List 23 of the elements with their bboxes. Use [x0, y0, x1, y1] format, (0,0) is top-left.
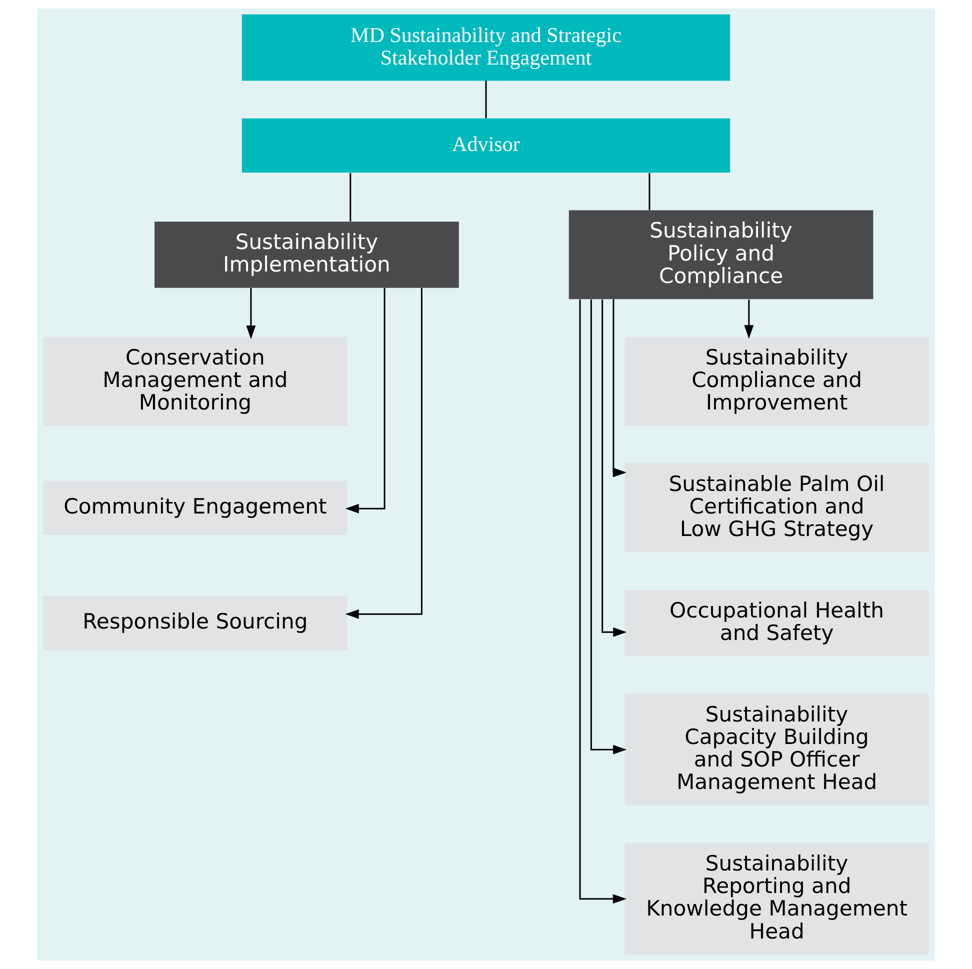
node-box: Sustainability Capacity Building and SOP Officer Management Head	[624, 694, 929, 806]
arrow	[590, 300, 627, 754]
arrow	[744, 300, 754, 339]
arrow	[246, 288, 256, 340]
node-box: Occupational Health and Safety	[624, 590, 929, 656]
node-box: Sustainability Compliance and Improvement	[624, 336, 929, 426]
arrow	[579, 300, 626, 904]
arrow	[345, 288, 422, 619]
arrow	[602, 300, 627, 637]
connector	[350, 173, 352, 222]
arrow	[345, 288, 386, 514]
connector	[485, 80, 487, 118]
node-box: Conservation Management and Monitoring	[43, 336, 348, 426]
node-box: Sustainability Implementation	[154, 222, 459, 288]
node-box: MD Sustainability and Strategic Stakeholder Engagement	[242, 14, 730, 81]
node-box: Community Engagement	[43, 480, 348, 535]
node-box: Advisor	[242, 118, 730, 173]
node-box: Sustainability Policy and Compliance	[568, 210, 874, 300]
connector	[648, 173, 650, 210]
node-box: Sustainability Reporting and Knowledge Management Head	[624, 843, 929, 955]
node-box: Sustainable Palm Oil Certification and Low GHG Strategy	[624, 463, 929, 552]
arrow	[612, 299, 626, 478]
node-box: Responsible Sourcing	[43, 596, 348, 650]
